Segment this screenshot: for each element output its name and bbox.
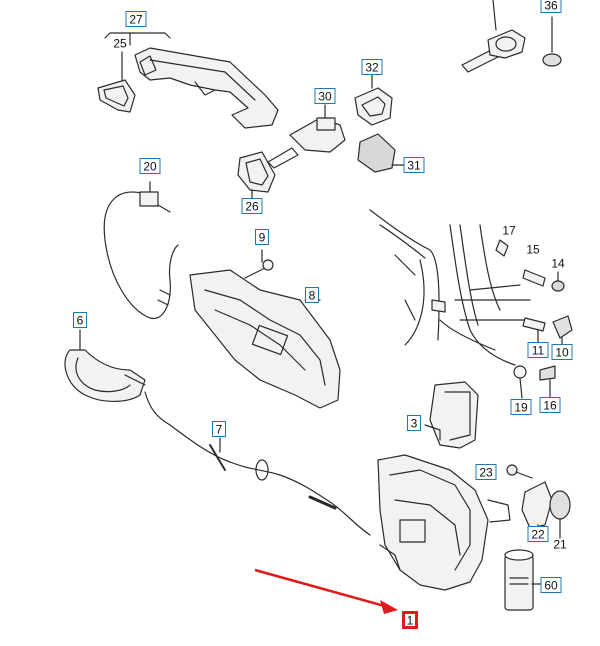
door-frame: [369, 209, 531, 366]
callout-box-11: [527, 342, 549, 358]
inner-door-handle: [64, 329, 146, 402]
cap-14: [551, 271, 565, 292]
callout-box-19: [510, 399, 532, 415]
callout-36: 36: [540, 0, 562, 13]
callout-label-27: 27: [129, 13, 143, 27]
gasket: [237, 151, 276, 199]
callout-31: 31: [403, 157, 425, 173]
bolt-15: [522, 269, 546, 287]
callout-label-15: 15: [526, 243, 540, 257]
callout-label-30: 30: [318, 90, 332, 104]
callout-22: 22: [527, 526, 549, 542]
bolt-11: [522, 317, 546, 344]
callout-label-20: 20: [143, 160, 157, 174]
callout-label-11: 11: [532, 344, 545, 358]
cover-cap: [354, 74, 393, 126]
callout-label-21: 21: [553, 538, 567, 552]
callout-label-9: 9: [259, 231, 266, 245]
lock-trim: [357, 133, 406, 173]
callout-label-8: 8: [309, 289, 316, 303]
callout-box-36: [540, 0, 562, 13]
callout-label-16: 16: [543, 399, 557, 413]
lock-cap: [542, 16, 562, 67]
outer-door-handle: [134, 47, 279, 129]
carrier-plate: [189, 269, 341, 409]
callout-box-27: [125, 11, 147, 27]
callout-label-31: 31: [407, 159, 421, 173]
callout-box-32: [361, 59, 383, 75]
callout-box-20: [139, 158, 161, 174]
callout-box-3: [407, 415, 421, 431]
callout-60: 60: [540, 577, 562, 593]
callout-3: 3: [407, 415, 421, 431]
callout-17: 17: [502, 224, 516, 238]
callout-label-23: 23: [479, 466, 493, 480]
callout-box-6: [73, 312, 87, 328]
callout-label-36: 36: [544, 0, 558, 13]
callout-label-10: 10: [555, 346, 569, 360]
callout-20: 20: [139, 158, 161, 174]
callout-box-16: [539, 397, 561, 413]
callout-box-31: [403, 157, 425, 173]
callout-label-14: 14: [551, 257, 565, 271]
fastener-17: [495, 239, 509, 257]
ignition-key: [461, 0, 526, 73]
callout-8: 8: [305, 287, 319, 303]
callout-label-19: 19: [514, 401, 528, 415]
screw-9: [244, 249, 274, 279]
callout-label-1: 1: [407, 614, 414, 628]
callout-label-25: 25: [113, 37, 127, 51]
callout-9: 9: [255, 229, 269, 245]
callout-19: 19: [510, 399, 532, 415]
callout-6: 6: [73, 312, 87, 328]
callout-box-23: [475, 464, 497, 480]
highlight-arrow: [254, 568, 398, 614]
lubricant-can: [504, 549, 543, 611]
callout-box-8: [305, 287, 319, 303]
callout-box-30: [314, 88, 336, 104]
callout-30: 30: [314, 88, 336, 104]
handle-seal: [97, 79, 136, 113]
callout-21: 21: [553, 538, 567, 552]
callout-label-60: 60: [544, 579, 558, 593]
callout-7: 7: [212, 421, 226, 437]
callout-label-32: 32: [365, 61, 379, 75]
callout-box-1: [402, 611, 418, 629]
callout-label-7: 7: [216, 423, 223, 437]
striker-plate: [521, 481, 571, 539]
cap-10: [552, 315, 573, 345]
lock-cylinder: [267, 104, 346, 169]
callout-box-22: [527, 526, 549, 542]
callout-box-9: [255, 229, 269, 245]
callout-25: 25: [113, 37, 127, 51]
callout-box-7: [212, 421, 226, 437]
callout-label-22: 22: [531, 528, 545, 542]
callout-26: 26: [241, 198, 263, 214]
callout-14: 14: [551, 257, 565, 271]
callout-label-26: 26: [245, 200, 259, 214]
callout-15: 15: [526, 243, 540, 257]
callout-11: 11: [527, 342, 549, 358]
lock-actuator: [424, 381, 479, 449]
callout-23: 23: [475, 464, 497, 480]
bolt-23: [506, 464, 533, 479]
callout-box-10: [551, 344, 573, 360]
callout-10: 10: [551, 344, 573, 360]
callout-box-60: [540, 577, 562, 593]
callout-label-17: 17: [502, 224, 516, 238]
callout-label-3: 3: [411, 417, 418, 431]
callout-1: 1: [402, 611, 418, 629]
release-cable: [144, 391, 371, 536]
callout-box-26: [241, 198, 263, 214]
callout-label-6: 6: [77, 314, 84, 328]
callout-32: 32: [361, 59, 383, 75]
screw-19: [513, 365, 527, 399]
plug-16: [539, 365, 556, 399]
callout-27: 27: [125, 11, 147, 27]
bowden-cable-upper: [103, 181, 179, 319]
callout-16: 16: [539, 397, 561, 413]
door-lock-unit: [377, 454, 511, 591]
